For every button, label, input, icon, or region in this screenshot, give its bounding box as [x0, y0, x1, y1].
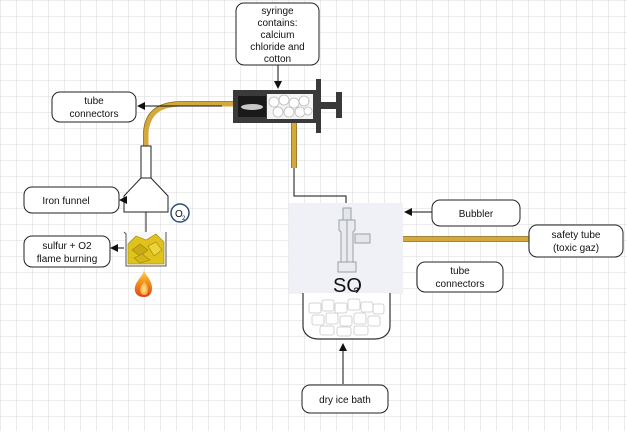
label-sulfur-flame: sulfur + O2 flame burning	[23, 235, 111, 268]
label-tube-connectors-right: tube connectors	[416, 261, 504, 293]
svg-text:cotton: cotton	[264, 54, 291, 65]
bubbler: SO 2	[289, 203, 403, 299]
svg-text:dry ice bath: dry ice bath	[319, 395, 371, 406]
svg-text:tube: tube	[84, 96, 104, 107]
label-safety-tube: safety tube (toxic gaz)	[528, 224, 624, 258]
svg-text:Iron funnel: Iron funnel	[42, 196, 89, 207]
syringe	[233, 79, 342, 133]
label-dry-ice-bath: dry ice bath	[301, 384, 389, 414]
pointer-arrows	[110, 65, 432, 384]
label-bubbler: Bubbler	[431, 199, 521, 227]
svg-text:sulfur + O2: sulfur + O2	[42, 241, 92, 252]
svg-text:tube: tube	[450, 266, 470, 277]
svg-text:2: 2	[353, 285, 360, 299]
label-tube-connectors-top: tube connectors	[51, 91, 137, 123]
svg-text:safety tube: safety tube	[552, 230, 601, 241]
svg-text:SO: SO	[333, 275, 362, 297]
oxygen-bubble: O 2	[170, 203, 190, 223]
sulfur-beaker	[123, 231, 167, 267]
svg-text:connectors: connectors	[70, 109, 119, 120]
svg-text:2: 2	[182, 216, 186, 222]
label-syringe: syringe contains: calcium chloride and c…	[235, 2, 320, 66]
svg-text:contains:: contains:	[257, 18, 297, 29]
flame-icon	[134, 270, 152, 297]
svg-text:chloride and: chloride and	[250, 42, 304, 53]
svg-text:Bubbler: Bubbler	[459, 209, 494, 220]
svg-text:flame burning: flame burning	[37, 254, 98, 265]
svg-text:(toxic gaz): (toxic gaz)	[553, 243, 599, 254]
dry-ice-bath-bowl	[302, 293, 391, 340]
svg-text:calcium: calcium	[261, 30, 295, 41]
svg-text:O: O	[175, 209, 183, 220]
svg-text:connectors: connectors	[436, 279, 485, 290]
tube-syringe-to-funnel	[143, 101, 233, 146]
svg-text:syringe: syringe	[261, 6, 294, 17]
label-iron-funnel: Iron funnel	[23, 186, 120, 214]
